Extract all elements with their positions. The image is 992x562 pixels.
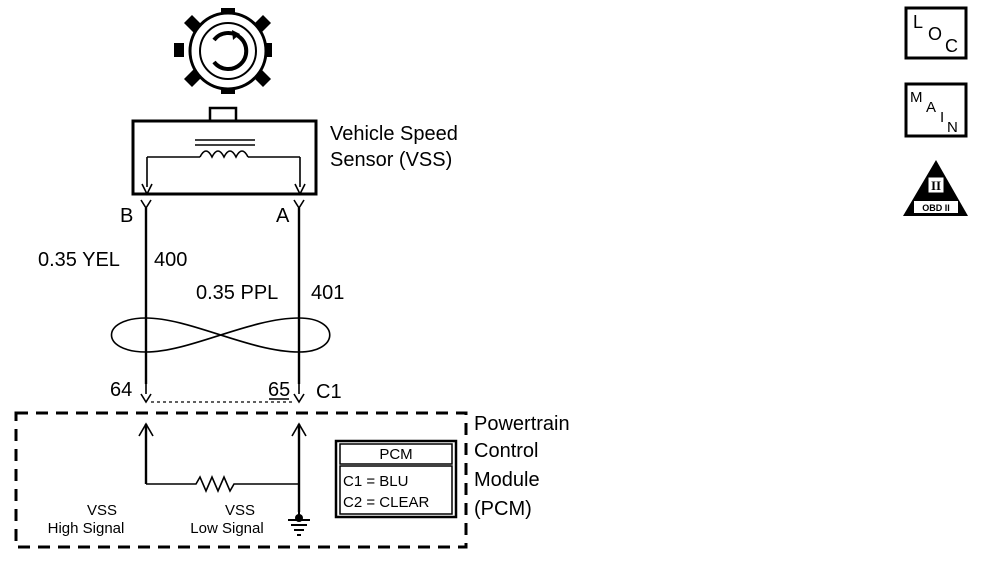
pcm-name-line2: Control: [474, 440, 538, 462]
terminal-a-label: A: [276, 205, 290, 227]
pcm-internal-circuit: [138, 422, 307, 512]
main-letter-m: M: [910, 89, 923, 106]
obd-text: OBD II: [922, 203, 950, 213]
obd-roman-numeral: II: [931, 178, 941, 193]
pin-64-label: 64: [110, 379, 132, 401]
pin-65-label: 65: [268, 379, 290, 401]
terminal-b-label: B: [120, 205, 133, 227]
pcm-boundary: [14, 411, 468, 549]
vss-low-signal-line2: Low Signal: [190, 520, 263, 537]
loc-letter-o: O: [928, 24, 942, 44]
wire-401-color-label: 0.35 PPL: [196, 282, 278, 304]
pcm-name-line1: Powertrain: [474, 413, 570, 435]
twisted-pair-symbol: [110, 317, 331, 353]
connector-c1-label: C1: [316, 381, 342, 403]
vss-high-signal-line2: High Signal: [48, 520, 125, 537]
main-letter-a: A: [926, 99, 936, 116]
ground-icon: [288, 512, 310, 536]
sensor-name-line2: Sensor (VSS): [330, 149, 452, 171]
wire-400-color-label: 0.35 YEL: [38, 249, 120, 271]
loc-letter-l: L: [913, 12, 923, 32]
tone-wheel-icon: [174, 8, 272, 94]
pcm-connector-legend: PCM C1 = BLU C2 = CLEAR: [334, 439, 458, 519]
wire-401-circuit-label: 401: [311, 282, 344, 304]
pcm-name-line3: Module: [474, 469, 540, 491]
loc-letter-c: C: [945, 36, 958, 56]
main-letter-n: N: [947, 119, 958, 136]
resistor: [146, 474, 299, 494]
vehicle-speed-sensor: [131, 106, 318, 196]
loc-icon[interactable]: L O C: [904, 6, 968, 60]
legend-row-c1: C1 = BLU: [343, 473, 408, 490]
obd-ii-icon[interactable]: II OBD II: [903, 160, 968, 216]
connector-c1: [140, 384, 305, 404]
wire-400-circuit-label: 400: [154, 249, 187, 271]
vss-low-signal-line1: VSS: [225, 502, 255, 519]
vss-high-signal-line1: VSS: [87, 502, 117, 519]
main-icon[interactable]: M A I N: [904, 82, 968, 138]
legend-title: PCM: [379, 446, 412, 463]
pcm-name-line4: (PCM): [474, 498, 532, 520]
legend-row-c2: C2 = CLEAR: [343, 494, 429, 511]
sensor-name-line1: Vehicle Speed: [330, 123, 458, 145]
main-letter-i: I: [940, 109, 944, 126]
